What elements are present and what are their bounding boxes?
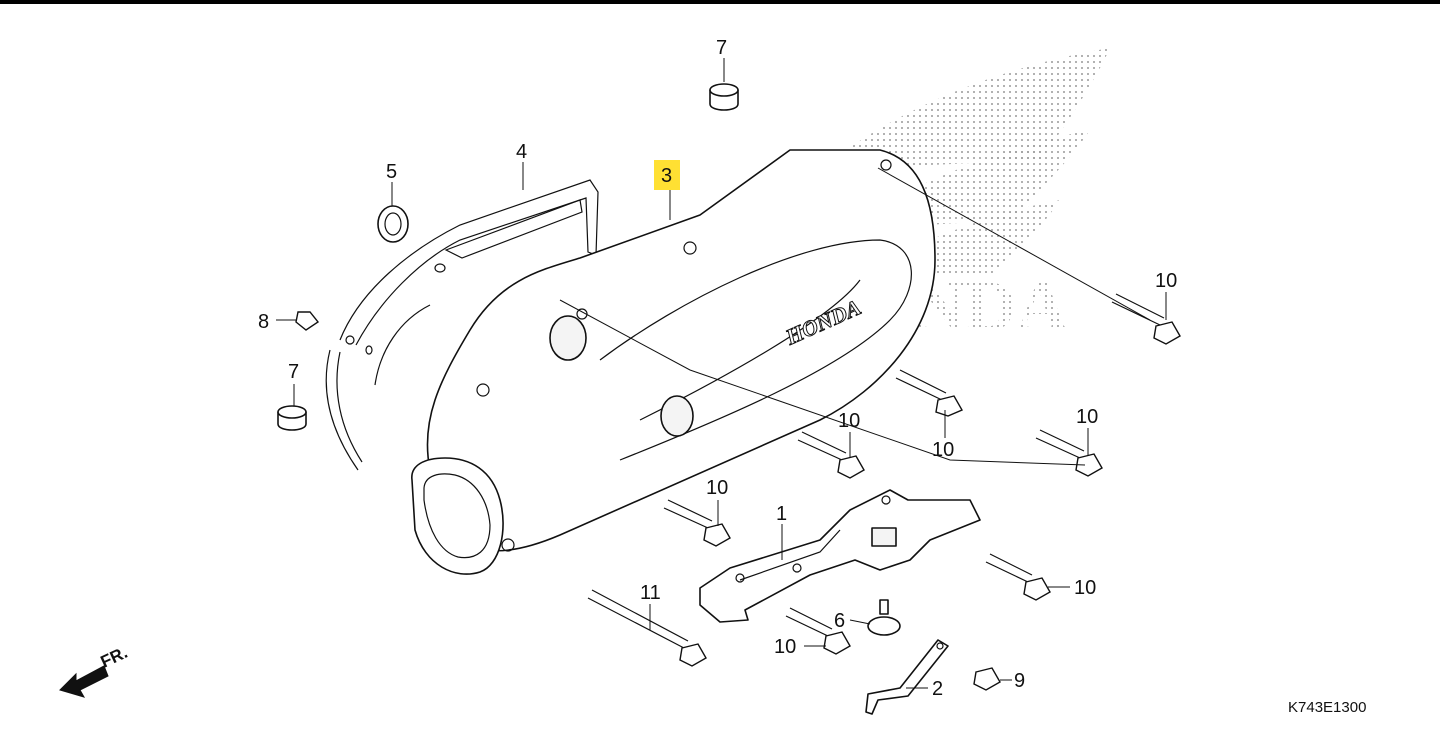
callout-highlight — [654, 160, 680, 190]
part-grommet — [867, 599, 901, 636]
bolt-10-d — [797, 431, 865, 479]
callout-5[interactable]: 5 — [386, 161, 397, 183]
bolt-11 — [587, 589, 707, 667]
bolt-10-f — [985, 553, 1051, 601]
part-dowel-top — [709, 83, 739, 111]
front-direction-arrow: FR. — [59, 643, 131, 698]
callout-11[interactable]: 11 — [640, 582, 661, 604]
callout-1[interactable]: 1 — [776, 503, 787, 525]
callout-9[interactable]: 9 — [1014, 670, 1025, 692]
part-bracket — [699, 489, 981, 623]
callout-4[interactable]: 4 — [516, 141, 527, 163]
callout-10-g[interactable]: 10 — [774, 636, 796, 658]
leader-lines — [276, 58, 1167, 689]
callout-10-f[interactable]: 10 — [1074, 577, 1096, 599]
callout-8[interactable]: 8 — [258, 311, 269, 333]
bolt-10-c — [1035, 429, 1103, 477]
inspection-hole — [660, 395, 694, 437]
callout-10-b[interactable]: 10 — [932, 439, 954, 461]
diagram-code: K743E1300 — [1288, 699, 1366, 716]
callout-10-d[interactable]: 10 — [838, 410, 860, 432]
top-border — [0, 0, 1440, 4]
part-gasket — [325, 179, 599, 471]
callout-10-a[interactable]: 10 — [1155, 270, 1177, 292]
callout-3[interactable]: 3 — [661, 165, 672, 187]
bolt-10-e — [663, 499, 731, 547]
bolt-10-b — [895, 369, 963, 417]
bolt-9 — [973, 667, 1001, 691]
callout-10-e[interactable]: 10 — [706, 477, 728, 499]
callout-7-left[interactable]: 7 — [288, 361, 299, 383]
bolt-10-a — [1111, 293, 1181, 345]
callout-10-c[interactable]: 10 — [1076, 406, 1098, 428]
part-oil-seal — [377, 205, 409, 243]
bolt-10-g — [785, 607, 851, 655]
callout-2[interactable]: 2 — [932, 678, 943, 700]
callout-6[interactable]: 6 — [834, 610, 845, 632]
part-crankcase-cover: HONDA — [411, 149, 936, 575]
callout-7-top[interactable]: 7 — [716, 37, 727, 59]
part-stay — [865, 639, 949, 715]
part-small-bolt — [295, 311, 320, 331]
part-dowel-left — [277, 405, 307, 431]
